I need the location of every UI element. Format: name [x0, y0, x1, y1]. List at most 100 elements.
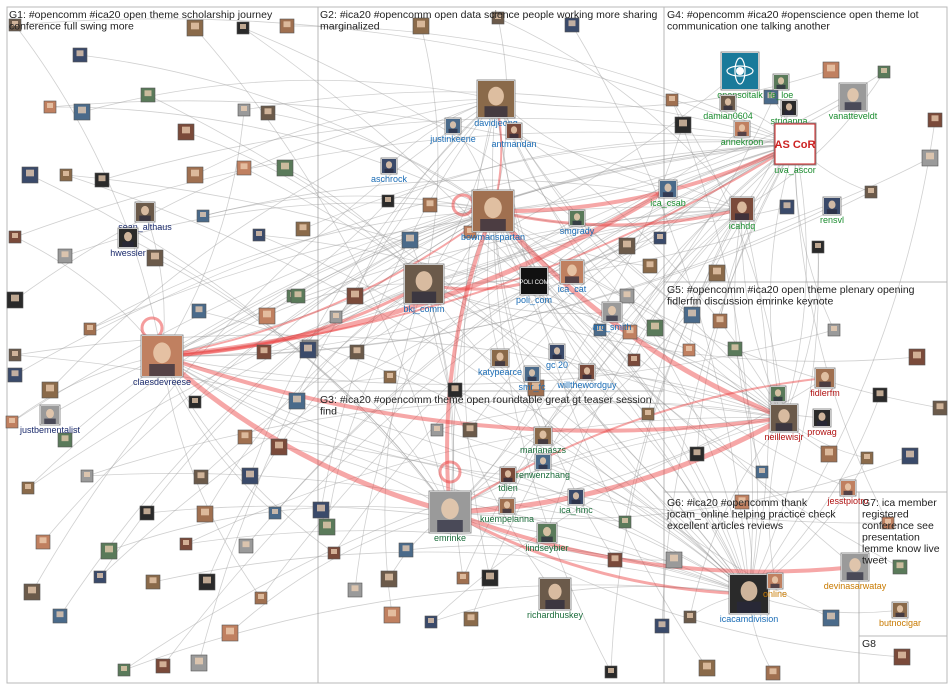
node-label: antmandan	[491, 139, 536, 149]
group-title-g3: G3: #ica20 #opencomm theme open roundtab…	[320, 394, 652, 406]
node-strioanna[interactable]: strioanna	[770, 99, 808, 126]
node-justinkeene[interactable]: justinkeene	[429, 117, 476, 144]
node-arc-smith[interactable]: arc_smith	[592, 301, 632, 332]
avatar-face	[539, 430, 547, 439]
avatar-face	[844, 483, 852, 491]
node-ica-cat[interactable]: ica_cat	[558, 259, 587, 294]
avatar-face	[299, 224, 307, 231]
node-butnocigar[interactable]: butnocigar	[879, 601, 921, 628]
avatar-face	[460, 574, 466, 579]
node-label: claesdevreese	[133, 377, 191, 387]
avatar-face	[197, 472, 205, 479]
avatar-body	[572, 220, 582, 225]
atom-orbit	[726, 65, 754, 77]
avatar-face	[657, 234, 663, 239]
edge	[387, 139, 796, 202]
avatar-body	[122, 241, 134, 247]
node-icacamdivision[interactable]: icacamdivision	[720, 573, 779, 624]
node-vanatteveldt[interactable]: vanatteveldt	[829, 82, 878, 121]
edge	[449, 455, 911, 520]
edge	[420, 25, 439, 285]
edge	[229, 511, 451, 634]
avatar-face	[323, 521, 331, 529]
node-claesdevreese[interactable]: claesdevreese	[133, 334, 191, 387]
edge	[161, 210, 494, 357]
node-richardhuskey[interactable]: richardhuskey	[527, 577, 584, 620]
node-fidlerfm[interactable]: fidlerfm	[810, 367, 840, 398]
node-bkj-comm[interactable]: bkj_comm	[403, 263, 445, 314]
avatar-face	[192, 398, 198, 403]
node-label: bkj_comm	[403, 304, 444, 314]
node-ica-hmc[interactable]: ica_hmc	[559, 488, 593, 515]
edge	[258, 234, 750, 595]
node-sean-althaus[interactable]: sean_althaus	[118, 201, 172, 232]
node-jesstpiotro[interactable]: jesstpiotro	[826, 479, 869, 506]
edge	[162, 143, 796, 667]
avatar-body	[384, 168, 394, 173]
node-gc-20[interactable]: gc 20	[546, 343, 568, 370]
avatar-face	[12, 233, 18, 238]
node-rensvl[interactable]: rensvl	[820, 196, 844, 225]
node-online[interactable]: online	[763, 572, 787, 599]
node-prowag[interactable]: prowag	[807, 408, 837, 437]
node-damian0604[interactable]: damian0604	[703, 94, 753, 121]
edge	[202, 195, 494, 217]
node-label: kuempelanna	[480, 514, 534, 524]
node-icahdq[interactable]: icahdq	[729, 196, 756, 231]
avatar-face	[664, 183, 672, 192]
node-neillewisjr[interactable]: neillewisjr	[764, 403, 804, 442]
node-willthewordguy[interactable]: willthewordguy	[556, 363, 617, 390]
node-katypearce[interactable]: katypearce	[478, 348, 522, 377]
policom-logo	[521, 268, 547, 294]
avatar-face	[597, 326, 603, 331]
node-devinasarwatay[interactable]: devinasarwatay	[824, 552, 887, 591]
edge	[123, 584, 750, 671]
node-marianaszs[interactable]: marianaszs	[520, 426, 567, 455]
node-renwenzhang[interactable]: renwenzhang	[516, 453, 570, 480]
avatar-face	[26, 169, 34, 177]
edge	[783, 143, 807, 419]
avatar-body	[819, 381, 831, 387]
node-justbementalist[interactable]: justbementalist	[19, 404, 81, 435]
avatar-face	[78, 106, 86, 114]
node-smgrady[interactable]: smgrady	[560, 209, 595, 236]
node-davidjeong[interactable]: davidjeong	[474, 79, 518, 128]
avatar-face	[467, 228, 473, 233]
avatar-face	[241, 432, 249, 439]
node-kuempelanna[interactable]: kuempelanna	[480, 497, 534, 524]
avatar-body	[723, 105, 733, 110]
edge	[492, 210, 649, 415]
node-fe-loe[interactable]: fe_loe	[769, 73, 794, 100]
node-antmandan[interactable]: antmandan	[491, 122, 537, 149]
edge	[161, 109, 245, 357]
avatar-face	[785, 103, 793, 111]
edge	[769, 143, 796, 395]
node-tdien[interactable]: tdien	[498, 466, 518, 493]
edge	[463, 98, 497, 579]
node-aschrock[interactable]: aschrock	[371, 157, 408, 184]
edge	[302, 141, 796, 230]
avatar-face	[12, 351, 18, 356]
avatar-face	[868, 188, 874, 193]
node-lindseybier[interactable]: lindseybier	[525, 522, 569, 553]
edge	[492, 207, 743, 227]
node-hwessler[interactable]: hwessler	[110, 227, 146, 258]
avatar-face	[141, 205, 149, 216]
avatar-face	[815, 243, 821, 248]
avatar-face	[670, 554, 678, 562]
group-title-g1: G1: #opencomm #ica20 open theme scholars…	[9, 9, 273, 21]
avatar-body	[448, 128, 458, 133]
edge	[292, 143, 796, 297]
edge	[27, 208, 743, 489]
edge	[469, 231, 750, 595]
edge	[14, 334, 785, 419]
node-ica-csab[interactable]: ica_csab	[650, 179, 686, 208]
avatar-face	[201, 508, 209, 516]
node-annekroon[interactable]: annekroon	[721, 120, 764, 147]
node-bowmanspartan[interactable]: bowmanspartan	[461, 189, 525, 242]
node-emrinke[interactable]: emrinke	[428, 490, 472, 543]
edge	[81, 79, 497, 113]
avatar-face	[200, 212, 206, 217]
node-smr-fc[interactable]: smr_fc	[519, 365, 547, 392]
